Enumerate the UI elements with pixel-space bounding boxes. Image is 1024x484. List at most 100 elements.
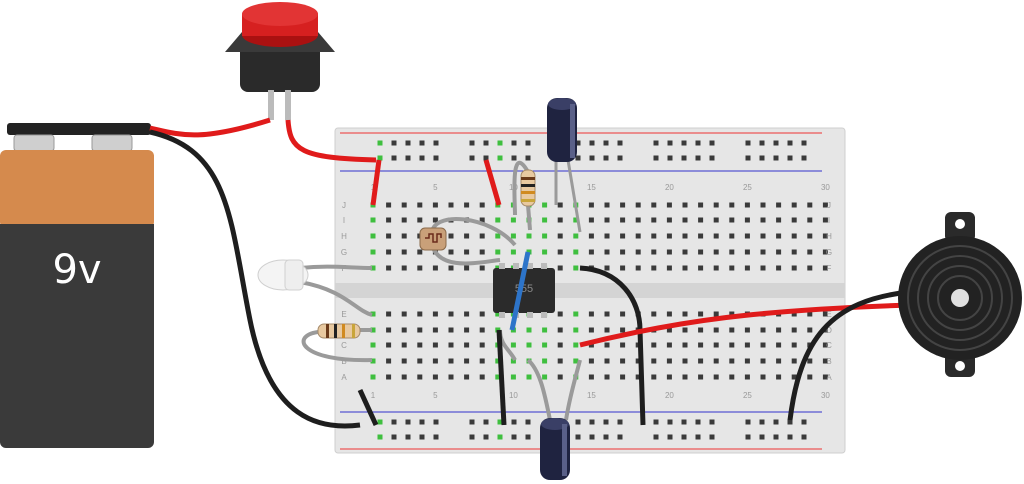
breadboard-hole (666, 233, 672, 239)
ic-555: 555 (493, 263, 555, 318)
breadboard-hole (464, 265, 470, 271)
breadboard-hole (635, 358, 641, 364)
breadboard-hole (510, 342, 516, 348)
row-letter: H (341, 232, 347, 241)
breadboard-hole (511, 140, 517, 146)
breadboard-hole (391, 140, 397, 146)
breadboard-hole (479, 265, 485, 271)
breadboard-hole (807, 249, 813, 255)
row-letter: I (828, 216, 830, 225)
electrolytic-capacitor-icon (540, 418, 570, 480)
column-number: 25 (743, 391, 752, 400)
breadboard-hole (745, 419, 751, 425)
breadboard-hole (419, 140, 425, 146)
breadboard-hole (698, 249, 704, 255)
breadboard-hole (401, 311, 407, 317)
breadboard-hole (666, 358, 672, 364)
breadboard-hole (713, 358, 719, 364)
breadboard-hole (386, 374, 392, 380)
breadboard-hole (405, 155, 411, 161)
breadboard-hole (575, 434, 581, 440)
breadboard-hole (695, 419, 701, 425)
breadboard-hole (667, 419, 673, 425)
breadboard-hole (603, 140, 609, 146)
breadboard-hole (760, 342, 766, 348)
breadboard-hole (479, 374, 485, 380)
breadboard-hole (822, 202, 828, 208)
breadboard-hole (682, 327, 688, 333)
breadboard-hole (801, 419, 807, 425)
breadboard-hole (432, 374, 438, 380)
breadboard-hole (776, 265, 782, 271)
breadboard-hole (589, 155, 595, 161)
breadboard-hole (807, 374, 813, 380)
breadboard-hole (635, 233, 641, 239)
breadboard-hole (377, 419, 383, 425)
breadboard-hole (745, 140, 751, 146)
breadboard-hole (729, 249, 735, 255)
column-number: 15 (587, 391, 596, 400)
row-letter: H (826, 232, 832, 241)
breadboard-hole (386, 233, 392, 239)
breadboard-hole (791, 374, 797, 380)
breadboard-hole (744, 374, 750, 380)
breadboard-hole (511, 155, 517, 161)
breadboard-hole (620, 217, 626, 223)
breadboard-hole (760, 327, 766, 333)
breadboard-hole (709, 140, 715, 146)
breadboard-hole (617, 140, 623, 146)
breadboard-hole (432, 342, 438, 348)
battery-label: 9v (52, 247, 101, 293)
breadboard-hole (713, 265, 719, 271)
breadboard-hole (604, 374, 610, 380)
breadboard-hole (773, 434, 779, 440)
breadboard-hole (635, 202, 641, 208)
breadboard-hole (651, 342, 657, 348)
breadboard-hole (469, 419, 475, 425)
breadboard-hole (651, 358, 657, 364)
breadboard-hole (744, 249, 750, 255)
breadboard-hole (760, 358, 766, 364)
breadboard-hole (497, 155, 503, 161)
breadboard-hole (682, 217, 688, 223)
breadboard-hole (573, 327, 579, 333)
breadboard-hole (526, 249, 532, 255)
breadboard-hole (417, 249, 423, 255)
breadboard-hole (448, 202, 454, 208)
breadboard-hole (822, 249, 828, 255)
breadboard-hole (667, 140, 673, 146)
breadboard-hole (681, 155, 687, 161)
breadboard-hole (801, 434, 807, 440)
breadboard-hole (760, 202, 766, 208)
breadboard-hole (370, 249, 376, 255)
breadboard-hole (391, 434, 397, 440)
breadboard-hole (417, 358, 423, 364)
breadboard-hole (542, 358, 548, 364)
breadboard-hole (666, 311, 672, 317)
row-letter: J (827, 201, 831, 210)
breadboard-hole (801, 155, 807, 161)
breadboard-hole (464, 202, 470, 208)
breadboard-hole (464, 311, 470, 317)
breadboard-hole (713, 374, 719, 380)
breadboard-hole (575, 419, 581, 425)
breadboard-hole (495, 374, 501, 380)
breadboard-hole (713, 311, 719, 317)
breadboard-hole (682, 358, 688, 364)
breadboard-hole (448, 327, 454, 333)
resistor-icon (301, 323, 373, 363)
breadboard-hole (525, 434, 531, 440)
column-number: 30 (821, 183, 830, 192)
row-letter: F (827, 264, 832, 273)
breadboard-hole (729, 358, 735, 364)
breadboard-hole (510, 249, 516, 255)
push-button-icon[interactable] (225, 2, 335, 120)
row-letter: I (343, 216, 345, 225)
breadboard-hole (787, 419, 793, 425)
breadboard-hole (377, 140, 383, 146)
breadboard-hole (588, 327, 594, 333)
breadboard-hole (776, 374, 782, 380)
breadboard-hole (391, 419, 397, 425)
breadboard-hole (588, 342, 594, 348)
